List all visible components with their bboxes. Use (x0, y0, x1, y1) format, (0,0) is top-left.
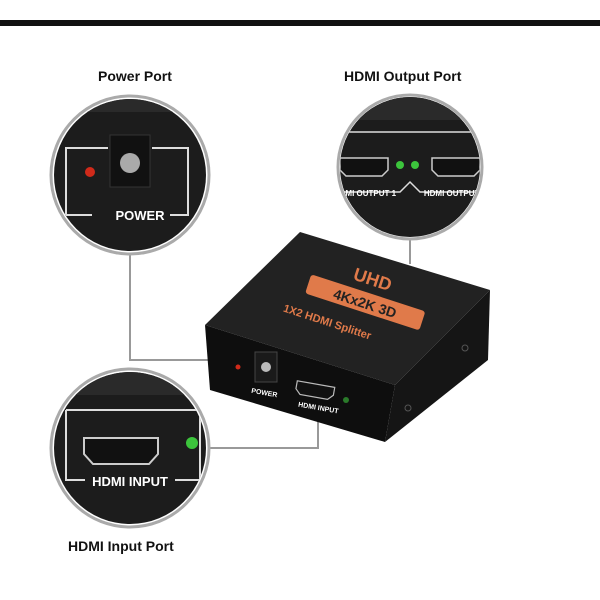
hdmi-output-port-zoom: HDMI OUTPUT 1 HDMI OUTPUT 2 (334, 93, 487, 241)
hdmi-input-port-icon (83, 437, 159, 465)
hdmi-input-port-zoom: HDMI INPUT (49, 367, 211, 529)
power-port-zoom: POWER (49, 94, 211, 256)
device-power-text: POWER (251, 388, 278, 399)
hdmi-input-port-label: HDMI Input Port (68, 538, 174, 554)
power-led-icon (85, 167, 95, 177)
hdmi-splitter-device: UHD 4Kx2K 3D 1X2 HDMI Splitter POWER HDM… (205, 232, 490, 442)
top-divider (0, 20, 600, 26)
hdmi-output-1-port-icon (340, 157, 389, 177)
hdmi-output-1-text: HDMI OUTPUT 1 (334, 189, 397, 198)
hdmi-output-2-port-icon (431, 157, 480, 177)
power-port-label: Power Port (98, 68, 172, 84)
hdmi-output-2-text: HDMI OUTPUT 2 (424, 189, 487, 198)
power-panel-text: POWER (115, 208, 165, 223)
hdmi-input-panel-text: HDMI INPUT (92, 474, 168, 489)
hdmi-output-port-label: HDMI Output Port (344, 68, 462, 84)
